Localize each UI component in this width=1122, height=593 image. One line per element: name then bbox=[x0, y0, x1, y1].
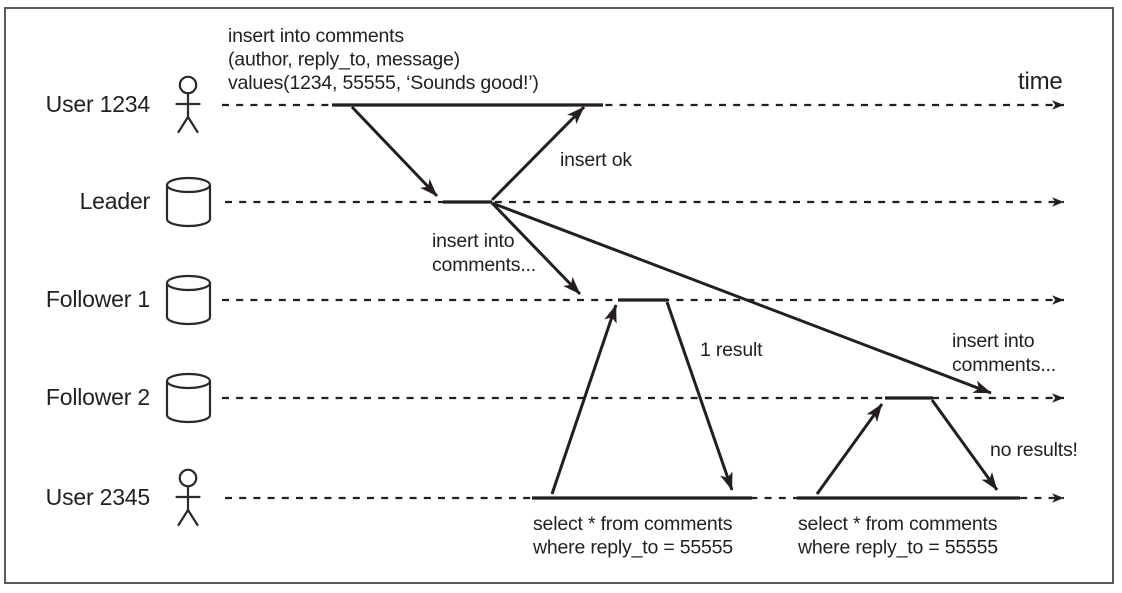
database-body bbox=[165, 283, 212, 326]
row-user-2345: User 2345 bbox=[46, 468, 1064, 527]
database-icon bbox=[165, 176, 212, 228]
row-follower-2: Follower 2 bbox=[46, 372, 1064, 424]
select-query-first-line2: where reply_to = 55555 bbox=[532, 537, 733, 559]
person-head bbox=[178, 468, 198, 488]
select-query-second-line1: select * from comments bbox=[798, 513, 998, 535]
label-replicate-follower1: insert into comments... bbox=[432, 230, 536, 276]
arrow-select2-response bbox=[930, 399, 999, 491]
arrow-select2-request bbox=[815, 403, 884, 495]
row-label-follower-2: Follower 2 bbox=[46, 384, 150, 410]
row-follower-1: Follower 1 bbox=[46, 274, 1064, 326]
replicate-follower1-line1: insert into bbox=[432, 230, 515, 252]
database-top bbox=[165, 372, 212, 390]
insert-query-line3: values(1234, 55555, ‘Sounds good!’) bbox=[228, 72, 539, 94]
row-label-follower-1: Follower 1 bbox=[46, 286, 150, 312]
person-leg-right bbox=[186, 115, 199, 134]
row-label-user-2345: User 2345 bbox=[46, 484, 150, 510]
database-icon bbox=[165, 274, 212, 326]
person-leg-right bbox=[186, 508, 199, 527]
person-icon bbox=[175, 468, 201, 527]
arrow-insert-ok bbox=[490, 105, 586, 202]
row-user-1234: User 1234 bbox=[46, 75, 1064, 134]
arrow-replicate-to-follower2 bbox=[491, 201, 992, 395]
select-query-second-line2: where reply_to = 55555 bbox=[797, 537, 998, 559]
database-body bbox=[165, 185, 212, 228]
label-select-query-first: select * from comments where reply_to = … bbox=[532, 513, 734, 559]
replicate-follower1-line2: comments... bbox=[432, 254, 536, 276]
insert-query-line2: (author, reply_to, message) bbox=[228, 49, 460, 71]
person-icon bbox=[175, 75, 201, 134]
row-label-leader: Leader bbox=[80, 188, 151, 214]
row-leader: Leader bbox=[80, 176, 1064, 228]
time-axis-label: time bbox=[1018, 68, 1063, 95]
label-insert-query: insert into comments (author, reply_to, … bbox=[228, 25, 539, 94]
row-label-user-1234: User 1234 bbox=[46, 91, 151, 117]
replicate-follower2-line2: comments... bbox=[952, 354, 1056, 376]
label-replicate-follower2: insert into comments... bbox=[952, 330, 1056, 376]
arrow-select1-response bbox=[665, 301, 734, 491]
arrow-select1-request bbox=[550, 304, 618, 495]
select-query-first-line1: select * from comments bbox=[533, 513, 733, 535]
database-top bbox=[165, 176, 212, 194]
person-head bbox=[178, 75, 198, 95]
arrow-replicate-to-follower1 bbox=[490, 201, 582, 296]
replicate-follower2-line1: insert into bbox=[952, 330, 1035, 352]
label-select-query-second: select * from comments where reply_to = … bbox=[797, 513, 999, 559]
person-leg-left bbox=[177, 115, 190, 134]
label-one-result: 1 result bbox=[700, 339, 763, 361]
person-leg-left bbox=[177, 508, 190, 527]
database-icon bbox=[165, 372, 212, 424]
label-insert-ok: insert ok bbox=[560, 149, 632, 171]
database-body bbox=[165, 381, 212, 424]
arrow-insert-to-leader bbox=[350, 105, 439, 198]
label-no-results: no results! bbox=[990, 439, 1078, 461]
database-top bbox=[165, 274, 212, 292]
insert-query-line1: insert into comments bbox=[228, 25, 404, 47]
